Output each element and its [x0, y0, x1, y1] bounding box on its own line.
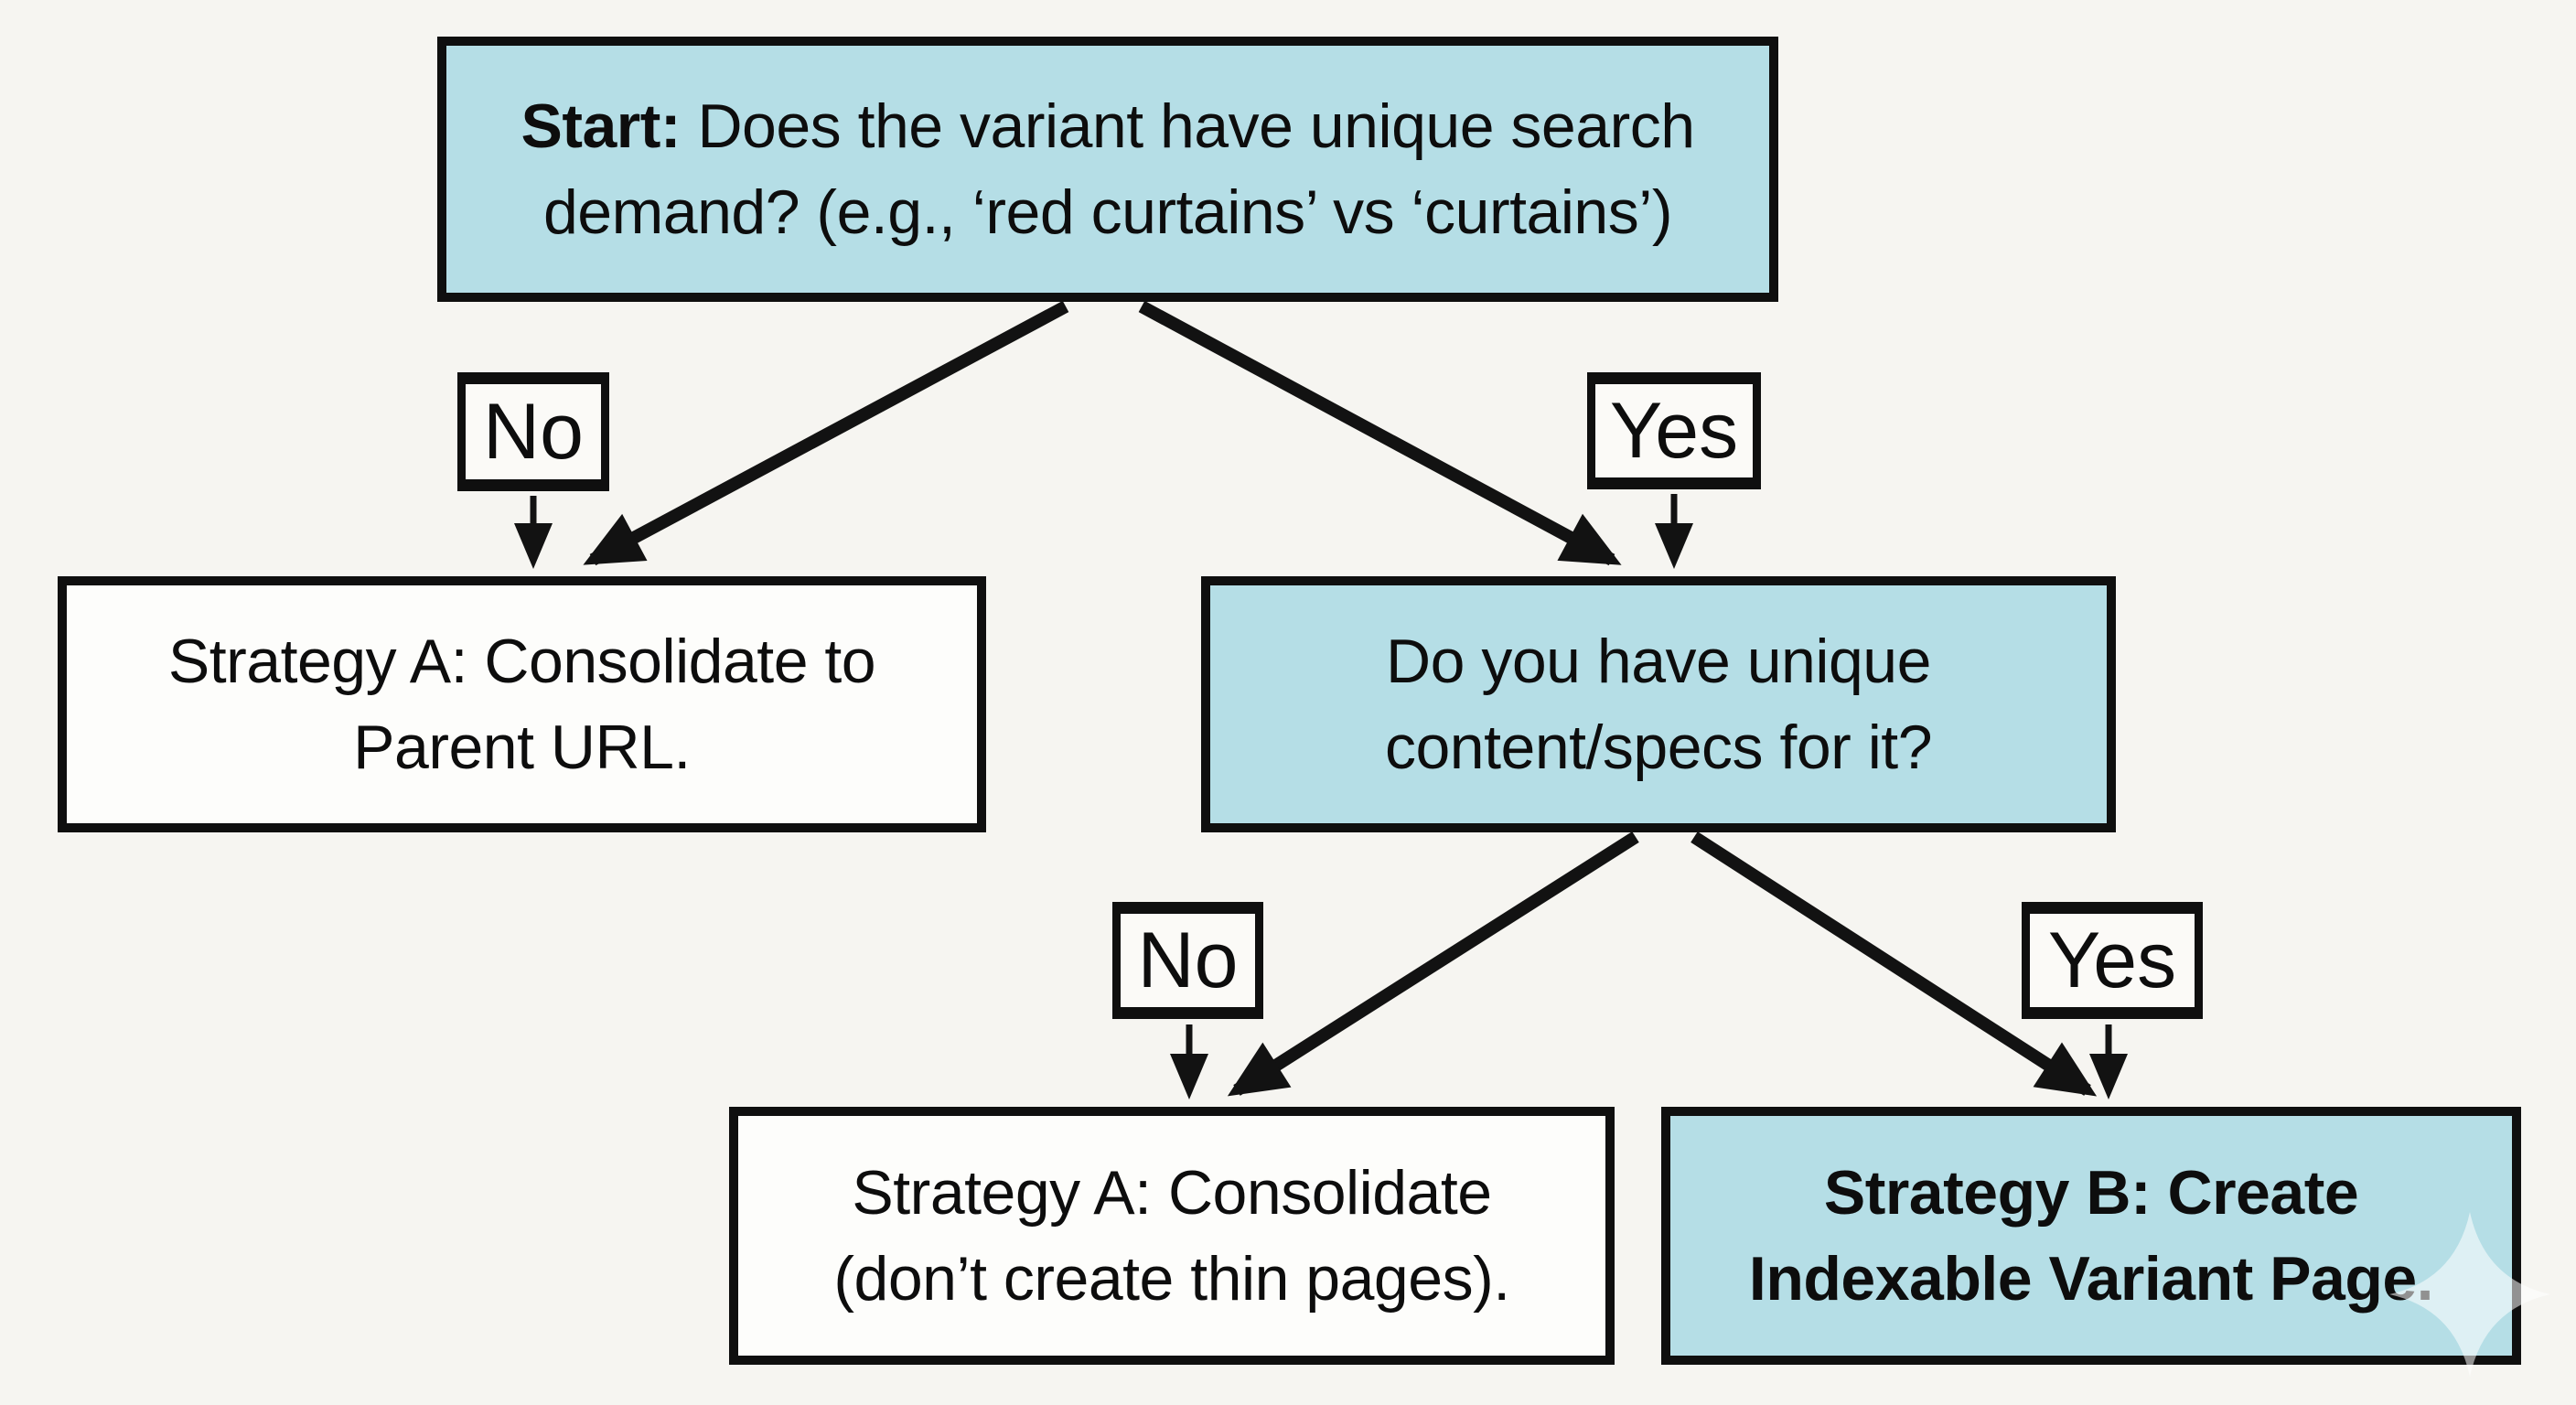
branch-label-yes-1: Yes [1587, 372, 1761, 489]
node-start: Start: Does the variant have unique sear… [437, 37, 1778, 302]
branch-label-yes-1-text: Yes [1609, 386, 1739, 475]
arrow-start-to-unique-content [1138, 300, 1622, 566]
node-strategy-a-thin: Strategy A: Consolidate (don’t create th… [729, 1107, 1615, 1365]
node-start-text: Start: Does the variant have unique sear… [521, 83, 1695, 255]
node-start-prefix: Start: [521, 91, 682, 161]
node-unique-content-text: Do you have unique content/specs for it? [1384, 627, 1933, 782]
branch-label-no-2: No [1112, 902, 1263, 1019]
node-strategy-b-text: Strategy B: Create Indexable Variant Pag… [1748, 1158, 2434, 1314]
branch-label-no-2-text: No [1137, 916, 1239, 1004]
branch-label-yes-2: Yes [2022, 902, 2203, 1019]
node-start-question: Does the variant have unique search dema… [542, 91, 1695, 247]
node-unique-content: Do you have unique content/specs for it? [1201, 576, 2116, 832]
node-strategy-a-parent-text: Strategy A: Consolidate to Parent URL. [167, 627, 876, 782]
branch-label-no-1: No [457, 372, 609, 491]
arrow-unique-to-strategy-a-thin [1227, 831, 1639, 1097]
node-strategy-a-parent: Strategy A: Consolidate to Parent URL. [58, 576, 986, 832]
node-strategy-a-thin-text: Strategy A: Consolidate (don’t create th… [833, 1158, 1510, 1314]
node-strategy-b: Strategy B: Create Indexable Variant Pag… [1661, 1107, 2521, 1365]
branch-label-no-1-text: No [483, 387, 584, 476]
branch-label-yes-2-text: Yes [2047, 916, 2177, 1004]
arrow-start-to-strategy-a [583, 300, 1069, 566]
